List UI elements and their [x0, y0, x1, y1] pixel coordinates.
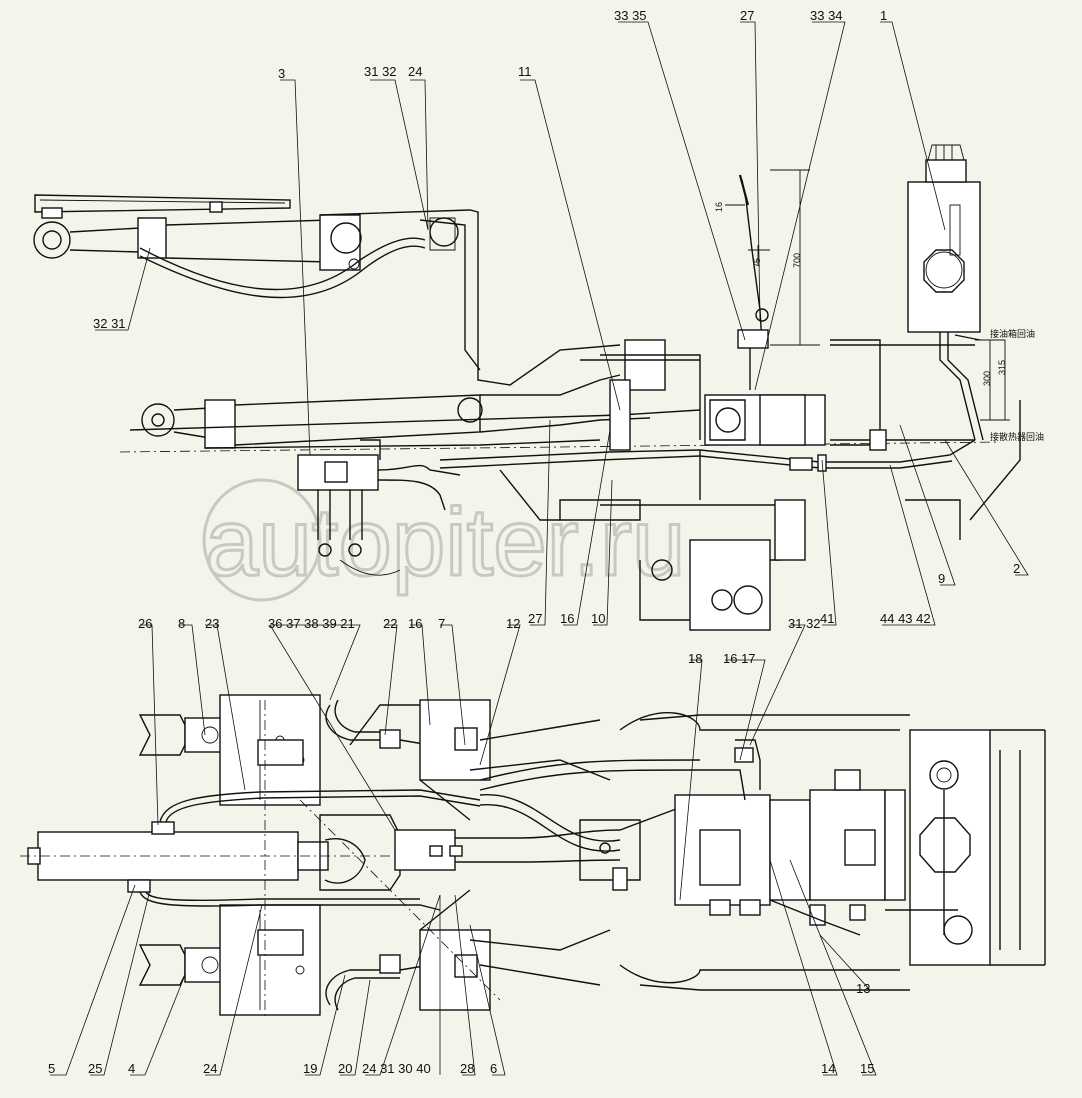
callout-10: 10 [591, 611, 605, 626]
callout-33-35: 33 35 [614, 8, 647, 23]
callout-23: 23 [205, 616, 219, 631]
callout-16: 16 [408, 616, 422, 631]
callout-33-34: 33 34 [810, 8, 843, 23]
callout-3: 3 [278, 66, 285, 81]
callout-36-39-21: 36 37 38 39 21 [268, 616, 355, 631]
callout-19: 19 [303, 1061, 317, 1076]
callout-44-43-42: 44 43 42 [880, 611, 931, 626]
callout-26: 26 [138, 616, 152, 631]
callout-31-32: 31 32 [364, 64, 397, 79]
callout-24-bottom: 24 [203, 1061, 217, 1076]
plan-view [20, 694, 1046, 1020]
watermark-text: autopiter.ru [205, 489, 685, 596]
note-radiator-return: 接散热器回油 [990, 431, 1044, 442]
callout-24: 24 [408, 64, 422, 79]
callout-13: 13 [856, 981, 870, 996]
dim-75: 75 [752, 258, 762, 268]
callout-12: 12 [506, 616, 520, 631]
callout-9: 9 [938, 571, 945, 586]
watermark: autopiter.ru [202, 478, 687, 602]
callout-5: 5 [48, 1061, 55, 1076]
callout-labels-top: 3 31 32 24 11 33 35 27 33 34 1 32 31 9 2… [93, 8, 1020, 626]
callout-14: 14 [821, 1061, 835, 1076]
callout-labels-bottom: 26 8 23 36 37 38 39 21 22 16 7 12 18 16 … [48, 616, 874, 1076]
callout-16-mid: 16 [560, 611, 574, 626]
callout-8: 8 [178, 616, 185, 631]
callout-25: 25 [88, 1061, 102, 1076]
callout-24-31-30-40: 24 31 30 40 [362, 1061, 431, 1076]
callout-16-17: 16 17 [723, 651, 756, 666]
callout-27-mid: 27 [528, 611, 542, 626]
side-elevation-view: 700 300 315 75 16 接油箱回油 接散热器回油 [33, 144, 1044, 631]
dim-315: 315 [997, 360, 1007, 375]
callout-4: 4 [128, 1061, 135, 1076]
callout-28: 28 [460, 1061, 474, 1076]
callout-15: 15 [860, 1061, 874, 1076]
callout-18: 18 [688, 651, 702, 666]
callout-22: 22 [383, 616, 397, 631]
dim-700: 700 [792, 253, 802, 268]
callout-6: 6 [490, 1061, 497, 1076]
note-tank-return: 接油箱回油 [990, 328, 1035, 339]
callout-2: 2 [1013, 561, 1020, 576]
leader-lines [50, 21, 1029, 1076]
callout-41: 41 [820, 611, 834, 626]
callout-20: 20 [338, 1061, 352, 1076]
callout-11: 11 [518, 64, 532, 79]
callout-7: 7 [438, 616, 445, 631]
callout-27-top: 27 [740, 8, 754, 23]
dim-300: 300 [982, 371, 992, 386]
callout-31-32-bottom: 31 32 [788, 616, 821, 631]
callout-32-31: 32 31 [93, 316, 126, 331]
callout-1: 1 [880, 8, 887, 23]
dim-16: 16 [714, 202, 724, 212]
